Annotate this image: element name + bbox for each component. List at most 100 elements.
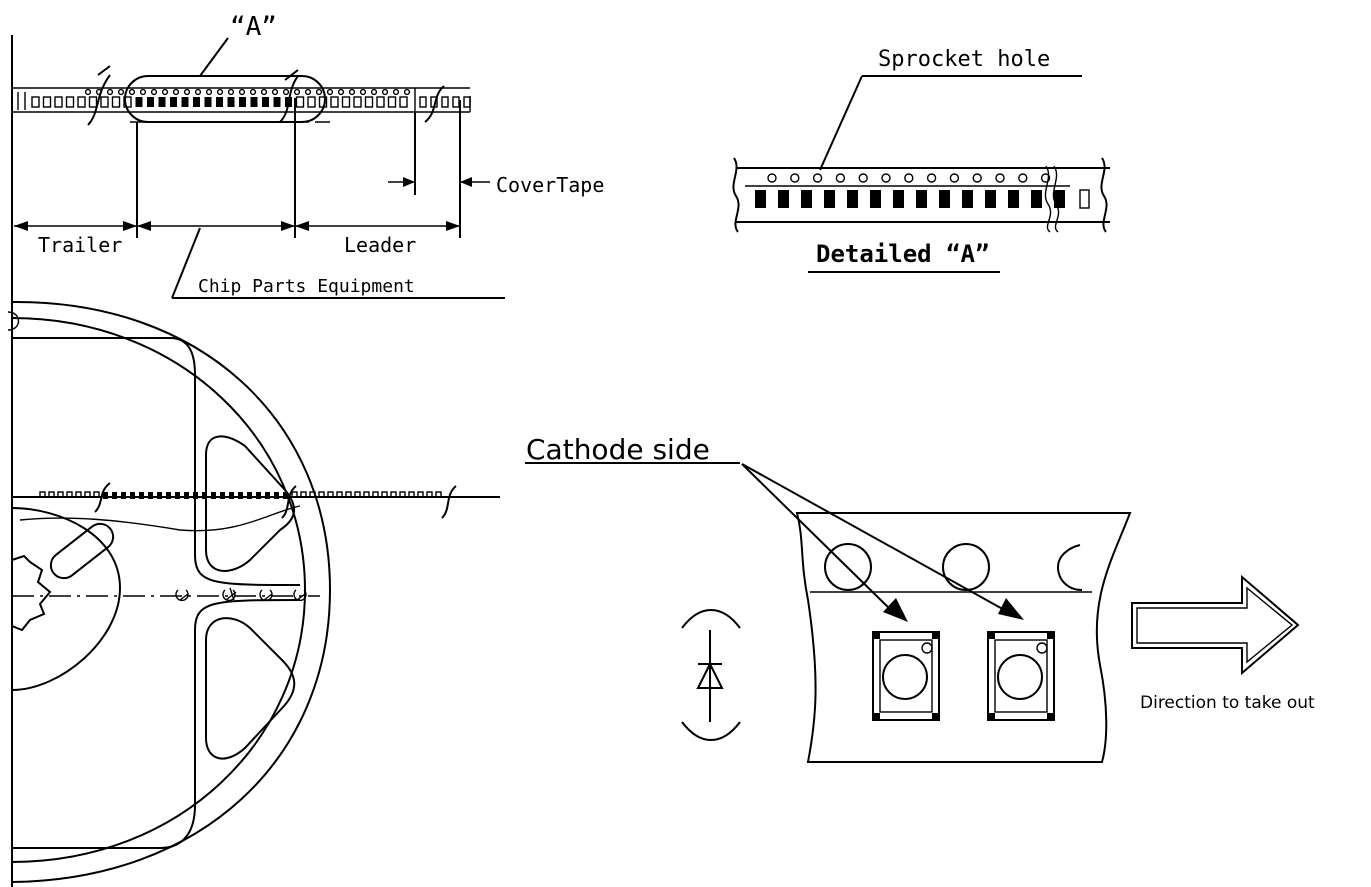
led-component <box>872 631 940 721</box>
reel-hub-star <box>11 554 52 632</box>
tape-pocket <box>216 97 223 107</box>
tape-pocket <box>193 97 200 107</box>
tape-hole <box>238 88 246 96</box>
tape-pocket <box>227 97 235 107</box>
tape-pocket <box>170 97 177 107</box>
reel-window-upper <box>205 435 295 572</box>
tape-pocket <box>801 190 812 208</box>
tape-pocket <box>408 491 415 498</box>
tape-pocket <box>1054 190 1065 208</box>
tape-hole <box>128 88 136 96</box>
tape-pocket <box>250 97 258 107</box>
tape-hole <box>392 88 400 96</box>
tape-pocket <box>211 492 216 499</box>
sprocket-hole <box>926 173 937 183</box>
tape-pocket <box>376 96 385 108</box>
tape-pocket <box>341 96 351 108</box>
tape-pocket <box>441 96 449 108</box>
tape-pocket <box>202 492 207 499</box>
diode-symbol <box>681 609 741 741</box>
sprocket-hole <box>790 173 800 183</box>
detailed-a-view <box>732 75 1110 273</box>
sprocket-hole <box>904 173 914 183</box>
tape-pocket <box>824 190 835 208</box>
tape-pocket <box>247 492 252 499</box>
tape-pocket <box>336 491 343 498</box>
tape-pocket <box>318 491 325 498</box>
tape-pocket <box>238 492 243 499</box>
tape-pocket <box>103 492 108 499</box>
sprocket-hole <box>942 543 990 591</box>
tape-pocket <box>42 96 52 108</box>
tape-pocket <box>31 96 40 108</box>
tape-pocket <box>265 492 270 499</box>
tape-pocket <box>283 492 288 499</box>
tape-pocket <box>345 491 352 498</box>
tape-hole <box>293 88 301 96</box>
tape-pocket <box>364 96 374 108</box>
tape-pocket <box>755 190 766 208</box>
tape-pocket <box>778 190 789 208</box>
tape-pocket <box>262 97 269 107</box>
tape-pocket <box>372 491 379 498</box>
tape-pocket <box>175 492 180 499</box>
tape-hole <box>282 88 290 96</box>
tape-hole <box>370 88 378 96</box>
tape-pocket <box>417 491 424 498</box>
tape-hole <box>205 88 213 96</box>
tape-hole <box>139 88 147 96</box>
tape-pocket <box>399 491 406 498</box>
reel-window-lower <box>205 617 296 760</box>
led-component <box>987 631 1055 721</box>
tape-pocket <box>893 190 904 208</box>
sprocket-hole <box>824 543 872 591</box>
sprocket-hole <box>1056 544 1083 591</box>
tape-pocket <box>354 491 361 498</box>
tape-pocket <box>985 190 996 208</box>
tape-hole <box>326 88 334 96</box>
direction-arrow <box>1131 574 1300 676</box>
tape-pocket <box>419 96 427 108</box>
tape-hole <box>359 88 367 96</box>
tape-pocket <box>77 96 86 108</box>
tape-pocket <box>157 492 162 499</box>
tape-hole <box>260 88 268 96</box>
tape-pocket <box>452 96 460 108</box>
tape-hole <box>106 88 114 96</box>
carrier-tape-outline <box>795 512 1132 763</box>
tape-hole <box>216 88 224 96</box>
tape-hole <box>304 88 312 96</box>
tape-hole <box>227 88 235 96</box>
tape-hole <box>84 88 92 96</box>
sprocket-hole <box>1018 173 1028 183</box>
tape-pocket <box>148 492 153 499</box>
chip-parts-equipment-label: Chip Parts Equipment <box>198 276 415 297</box>
tape-pocket <box>309 491 316 498</box>
tape-pocket <box>48 491 55 498</box>
sprocket-hole <box>1040 173 1051 183</box>
reel-hub-slot <box>49 522 115 580</box>
tape-pocket <box>193 492 198 499</box>
tape-pocket <box>135 97 143 107</box>
sprocket-hole <box>949 173 960 183</box>
tape-pocket <box>916 190 927 208</box>
tape-hole <box>403 88 411 96</box>
tape-hole <box>249 88 257 96</box>
detailed-a-label: Detailed “A” <box>816 240 989 268</box>
tape-hole <box>183 88 191 96</box>
tape-pocket <box>962 190 973 208</box>
tape-pocket <box>435 491 442 498</box>
tape-pocket <box>130 492 135 499</box>
tape-pocket <box>387 96 397 108</box>
tape-pocket <box>57 491 64 498</box>
tape-pocket <box>93 491 100 498</box>
tape-hole <box>150 88 158 96</box>
tape-pocket <box>220 492 225 499</box>
sprocket-hole <box>767 173 777 183</box>
tape-pocket <box>381 491 388 498</box>
tape-pocket <box>88 96 98 108</box>
leader-label: Leader <box>344 233 416 257</box>
tape-hole <box>117 88 125 96</box>
tape-pocket <box>300 491 307 498</box>
